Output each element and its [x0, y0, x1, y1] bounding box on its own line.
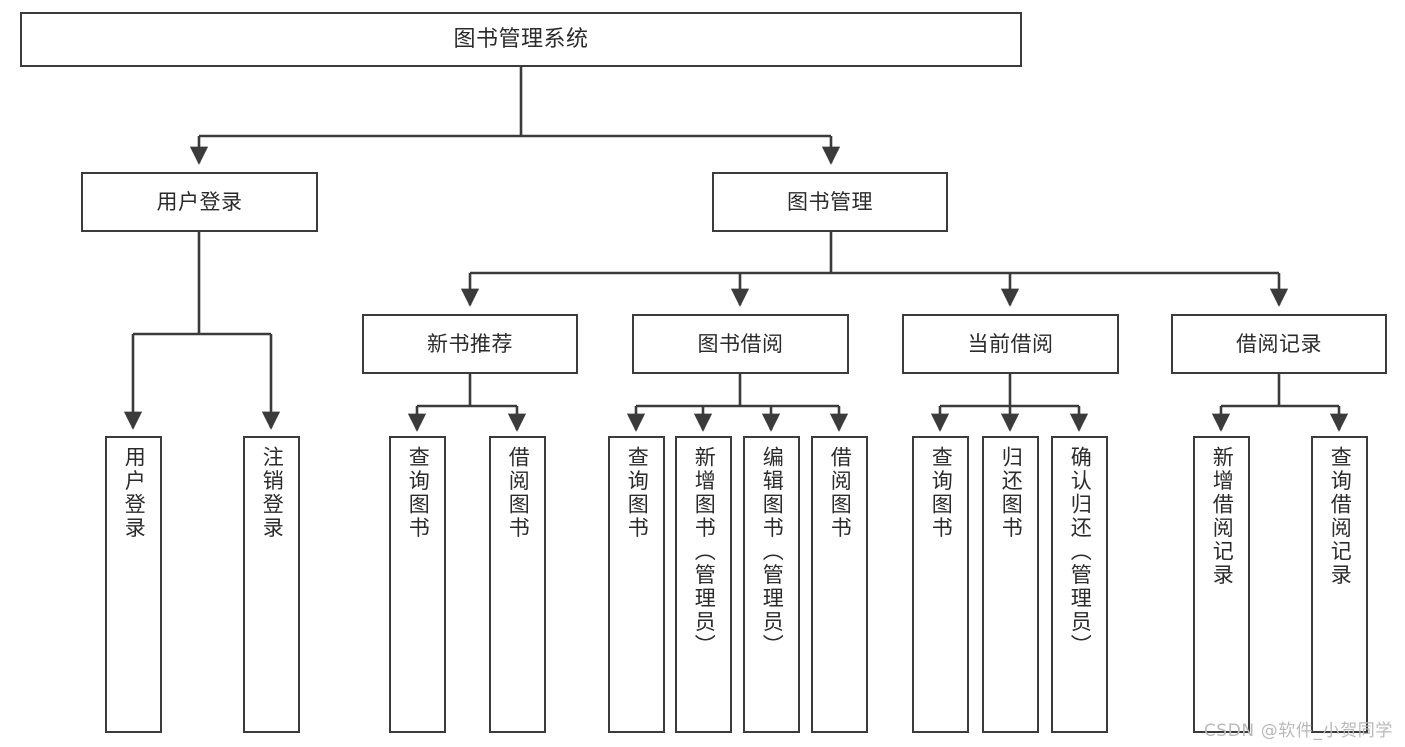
leaf-add-borrow-record[interactable]: 新增借阅记录 — [1193, 436, 1250, 733]
leaf-user-login[interactable]: 用户登录 — [105, 436, 162, 733]
node-book-borrow[interactable]: 图书借阅 — [632, 314, 849, 374]
node-label: 借阅记录 — [1236, 331, 1322, 356]
node-label: 新增图书（管理员） — [692, 446, 717, 658]
leaf-query-book-new[interactable]: 查询图书 — [389, 436, 446, 733]
node-label: 查询借阅记录 — [1328, 446, 1353, 587]
leaf-query-borrow-record[interactable]: 查询借阅记录 — [1311, 436, 1368, 733]
node-label: 查询图书 — [406, 446, 431, 540]
node-label: 编辑图书（管理员） — [760, 446, 785, 658]
csdn-watermark: CSDN @软件_小贺同学 — [1203, 721, 1393, 741]
node-label: 归还图书 — [999, 446, 1024, 540]
node-label: 图书管理系统 — [453, 26, 589, 52]
leaf-logout[interactable]: 注销登录 — [243, 436, 300, 733]
leaf-edit-book-admin[interactable]: 编辑图书（管理员） — [743, 436, 800, 733]
node-label: 新书推荐 — [427, 331, 513, 356]
node-label: 确认归还（管理员） — [1068, 446, 1093, 658]
node-label: 借阅图书 — [828, 446, 853, 540]
node-label: 当前借阅 — [967, 331, 1054, 356]
node-new-book-recommend[interactable]: 新书推荐 — [362, 314, 578, 374]
node-label: 查询图书 — [625, 446, 650, 540]
node-book-management[interactable]: 图书管理 — [712, 172, 948, 232]
node-user-login[interactable]: 用户登录 — [81, 172, 318, 232]
node-root-library-system[interactable]: 图书管理系统 — [20, 12, 1022, 67]
node-borrow-record[interactable]: 借阅记录 — [1171, 314, 1387, 374]
node-label: 借阅图书 — [506, 446, 531, 540]
node-current-borrow[interactable]: 当前借阅 — [902, 314, 1119, 374]
leaf-return-book[interactable]: 归还图书 — [982, 436, 1039, 733]
leaf-confirm-return-admin[interactable]: 确认归还（管理员） — [1051, 436, 1108, 733]
node-label: 图书借阅 — [697, 331, 784, 356]
leaf-query-book-current[interactable]: 查询图书 — [912, 436, 969, 733]
leaf-add-book-admin[interactable]: 新增图书（管理员） — [675, 436, 732, 733]
node-label: 注销登录 — [260, 446, 285, 540]
node-label: 新增借阅记录 — [1210, 446, 1235, 587]
node-label: 用户登录 — [156, 189, 243, 214]
node-label: 用户登录 — [122, 446, 147, 540]
node-label: 图书管理 — [787, 189, 873, 214]
node-label: 查询图书 — [929, 446, 954, 540]
leaf-borrow-book[interactable]: 借阅图书 — [811, 436, 868, 733]
leaf-borrow-book-new[interactable]: 借阅图书 — [489, 436, 546, 733]
leaf-query-book-borrow[interactable]: 查询图书 — [608, 436, 665, 733]
